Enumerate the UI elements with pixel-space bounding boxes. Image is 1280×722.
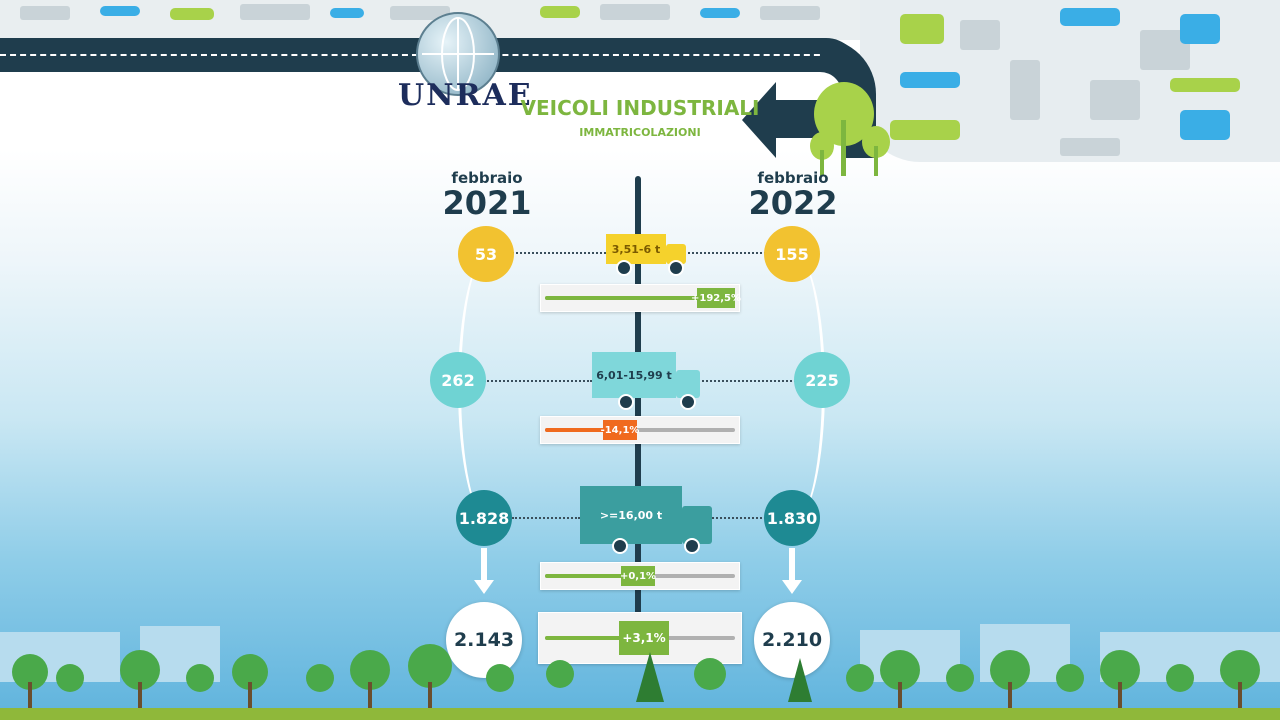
row2-track (545, 428, 735, 432)
total-change-panel: +3,1% (538, 612, 742, 664)
row2-truck-cab (676, 370, 700, 398)
row1-change-panel: +192,5% (540, 284, 741, 312)
grass (0, 708, 1280, 720)
total-right-value: 2.210 (754, 602, 830, 678)
row3-change: +0,1% (620, 566, 656, 586)
row3-left-value: 1.828 (456, 490, 512, 546)
row3-wheel (684, 538, 700, 554)
row2-class-label: 6,01-15,99 t (592, 352, 676, 398)
row3-change-panel: +0,1% (540, 562, 740, 590)
left-down-arrow-stem (481, 548, 487, 582)
row1-class-label: 3,51-6 t (606, 234, 666, 264)
row2-wheel (680, 394, 696, 410)
row1-dotline-right (684, 252, 766, 254)
page-subtitle: IMMATRICOLAZIONI (579, 126, 701, 139)
row3-right-value: 1.830 (764, 490, 820, 546)
row2-right-value: 225 (794, 352, 850, 408)
total-fill (545, 636, 649, 640)
row1-truck-cab (666, 244, 686, 264)
row1-change: +192,5% (691, 288, 741, 308)
row2-change-panel: -14,1% (540, 416, 740, 444)
landscape (0, 624, 1280, 712)
trees-icon (810, 82, 890, 176)
row2-dotline-left (484, 380, 592, 382)
row3-truck-cab (682, 506, 712, 544)
row1-right-value: 155 (764, 226, 820, 282)
left-month: febbraio (451, 169, 523, 187)
left-year: 2021 (442, 184, 532, 222)
row1-dotline-left (512, 252, 606, 254)
left-down-arrow-icon (474, 580, 494, 594)
city-map-corner (860, 0, 1280, 162)
road-arrow-icon (742, 82, 776, 158)
row3-class-label: >=16,00 t (580, 486, 682, 544)
logo: UNRAE (398, 78, 533, 113)
total-left-value: 2.143 (446, 602, 522, 678)
row3-fill (545, 574, 640, 578)
row2-dotline-right (698, 380, 796, 382)
row1-wheel (668, 260, 684, 276)
row1-wheel (616, 260, 632, 276)
row3-dotline-left (512, 517, 580, 519)
row2-fill (545, 428, 611, 432)
row2-wheel (618, 394, 634, 410)
row2-left-value: 262 (430, 352, 486, 408)
total-change: +3,1% (619, 621, 669, 655)
right-down-arrow-icon (782, 580, 802, 594)
row1-left-value: 53 (458, 226, 514, 282)
right-down-arrow-stem (789, 548, 795, 582)
row1-fill (545, 296, 735, 300)
right-year: 2022 (748, 184, 838, 222)
left-column-header: febbraio 2021 (427, 170, 547, 220)
page-title: VEICOLI INDUSTRIALI (520, 96, 760, 120)
right-column-header: febbraio 2022 (733, 170, 853, 220)
row3-dotline-right (712, 517, 766, 519)
row3-wheel (612, 538, 628, 554)
logo-globe-icon (416, 12, 500, 96)
right-month: febbraio (757, 169, 829, 187)
row2-change: -14,1% (601, 420, 639, 440)
